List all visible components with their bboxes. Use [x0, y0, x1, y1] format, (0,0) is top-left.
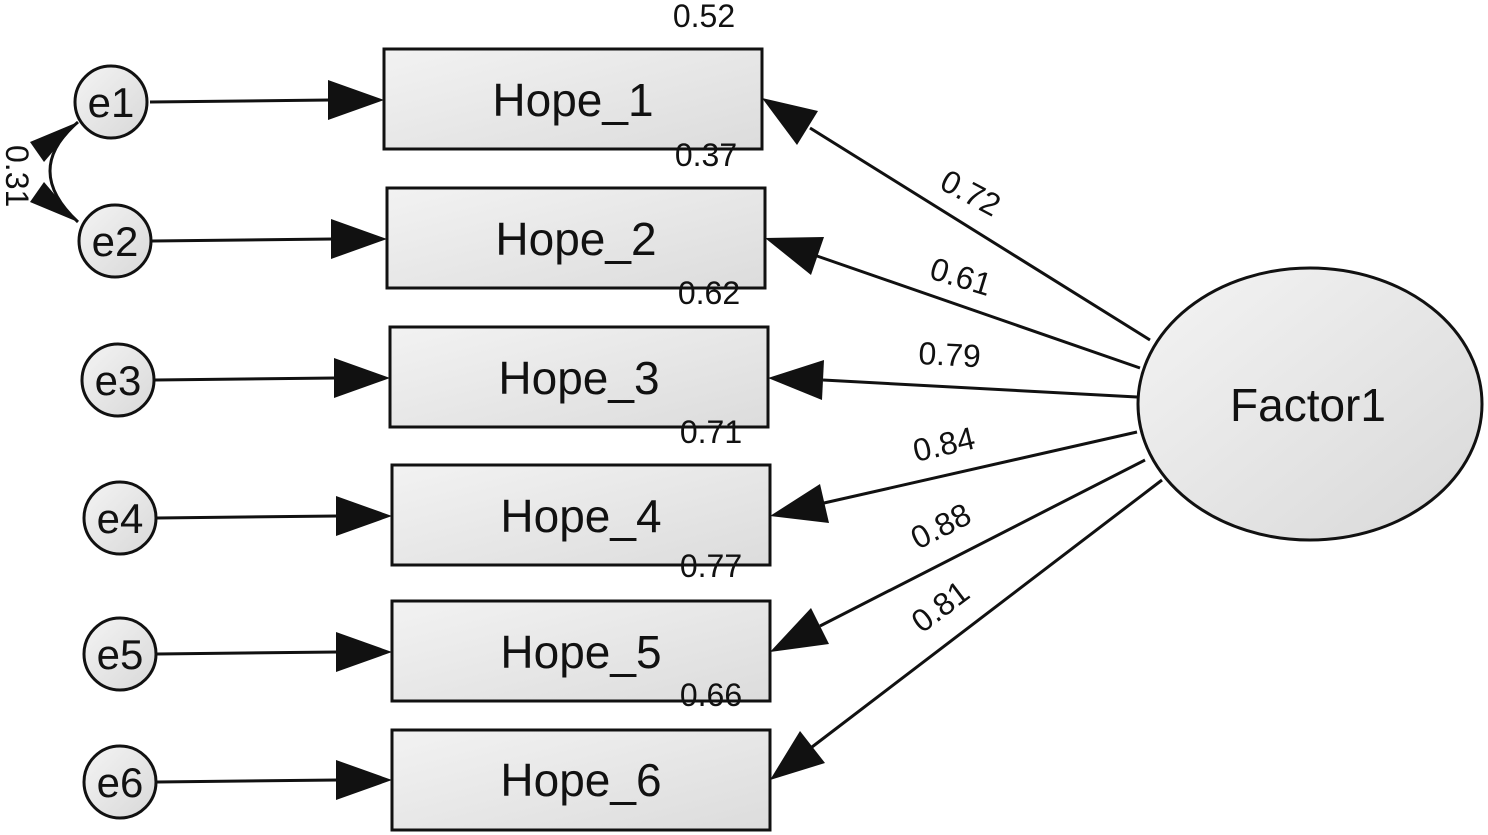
- error-label-e1: e1: [88, 79, 135, 126]
- error-label-e5: e5: [97, 631, 144, 678]
- indicator-hope-3: e3 Hope_3 0.62: [80, 275, 770, 429]
- loading-arrowhead-hope-3: [768, 360, 824, 400]
- error-path-e4: [156, 514, 339, 520]
- loading-label-hope-5: 0.88: [905, 496, 977, 556]
- observed-label-hope-2: Hope_2: [495, 213, 656, 265]
- observed-label-hope-1: Hope_1: [492, 74, 653, 126]
- loading-arrowhead-hope-4: [770, 484, 829, 523]
- arrowhead-e1-hope-1: [328, 80, 384, 120]
- loading-path-hope-1: [809, 126, 1151, 342]
- loading-label-hope-1: 0.72: [935, 162, 1007, 223]
- observed-node-hope-5: [390, 599, 772, 703]
- loading-label-hope-3: 0.79: [918, 335, 982, 374]
- observed-label-hope-6: Hope_6: [500, 754, 661, 806]
- error-path-e6: [156, 778, 339, 784]
- loading-arrowhead-hope-2: [765, 237, 824, 275]
- error-label-e2: e2: [92, 218, 139, 265]
- indicator-hope-5: e5 Hope_5 0.77: [82, 548, 772, 703]
- covariance-label: 0.31: [0, 145, 35, 207]
- loading-path-hope-2: [816, 254, 1141, 370]
- latent-node-factor1: [1136, 266, 1484, 542]
- observed-node-hope-3: [388, 325, 770, 429]
- arrowhead-e2-hope-2: [331, 219, 387, 259]
- error-path-e1: [149, 98, 331, 104]
- loading-arrowhead-hope-6: [770, 731, 825, 780]
- loading-path-hope-6: [811, 478, 1163, 749]
- r2-label-hope-1: 0.52: [673, 0, 735, 34]
- loading-arrowhead-hope-1: [762, 98, 818, 145]
- indicator-hope-1: e1 Hope_1 0.52: [73, 0, 764, 151]
- error-path-e3: [154, 376, 337, 382]
- covariance-arrowhead-e2: [30, 182, 78, 222]
- error-node-e1: [73, 64, 149, 140]
- arrowhead-e5-hope-5: [336, 632, 392, 672]
- error-label-e6: e6: [97, 759, 144, 806]
- indicator-hope-4: e4 Hope_4 0.71: [82, 414, 772, 567]
- arrowhead-e3-hope-3: [334, 358, 390, 398]
- loading-arrowhead-hope-5: [770, 608, 829, 652]
- error-path-e5: [156, 650, 339, 656]
- error-label-e3: e3: [95, 357, 142, 404]
- error-node-e4: [82, 480, 158, 556]
- error-node-e2: [77, 203, 153, 279]
- r2-label-hope-2: 0.37: [675, 137, 737, 173]
- loading-label-hope-4: 0.84: [909, 420, 978, 469]
- loading-path-hope-4: [823, 430, 1138, 505]
- r2-label-hope-3: 0.62: [678, 275, 740, 311]
- loading-path-hope-5: [819, 458, 1146, 628]
- observed-label-hope-3: Hope_3: [498, 352, 659, 404]
- indicator-hope-6: e6 Hope_6 0.66: [82, 677, 772, 832]
- covariance-arrowhead-e1: [30, 122, 78, 162]
- r2-label-hope-4: 0.71: [680, 414, 742, 450]
- observed-node-hope-1: [382, 47, 764, 151]
- observed-node-hope-6: [390, 728, 772, 832]
- error-node-e5: [82, 616, 158, 692]
- indicator-hope-2: e2 Hope_2 0.37: [77, 137, 767, 290]
- observed-node-hope-4: [390, 463, 772, 567]
- error-label-e4: e4: [97, 495, 144, 542]
- latent-label-factor1: Factor1: [1230, 379, 1386, 431]
- loading-path-hope-3: [822, 378, 1138, 399]
- r2-label-hope-5: 0.77: [680, 548, 742, 584]
- r2-label-hope-6: 0.66: [680, 677, 742, 713]
- loading-paths: 0.72 0.61 0.79 0.84 0.88 0.81: [762, 98, 1163, 780]
- error-path-e2: [151, 237, 334, 243]
- observed-label-hope-4: Hope_4: [500, 490, 661, 542]
- arrowhead-e6-hope-6: [336, 760, 392, 800]
- error-node-e6: [82, 744, 158, 820]
- loading-label-hope-2: 0.61: [926, 250, 996, 303]
- observed-node-hope-2: [385, 186, 767, 290]
- error-node-e3: [80, 342, 156, 418]
- arrowhead-e4-hope-4: [336, 496, 392, 536]
- observed-label-hope-5: Hope_5: [500, 626, 661, 678]
